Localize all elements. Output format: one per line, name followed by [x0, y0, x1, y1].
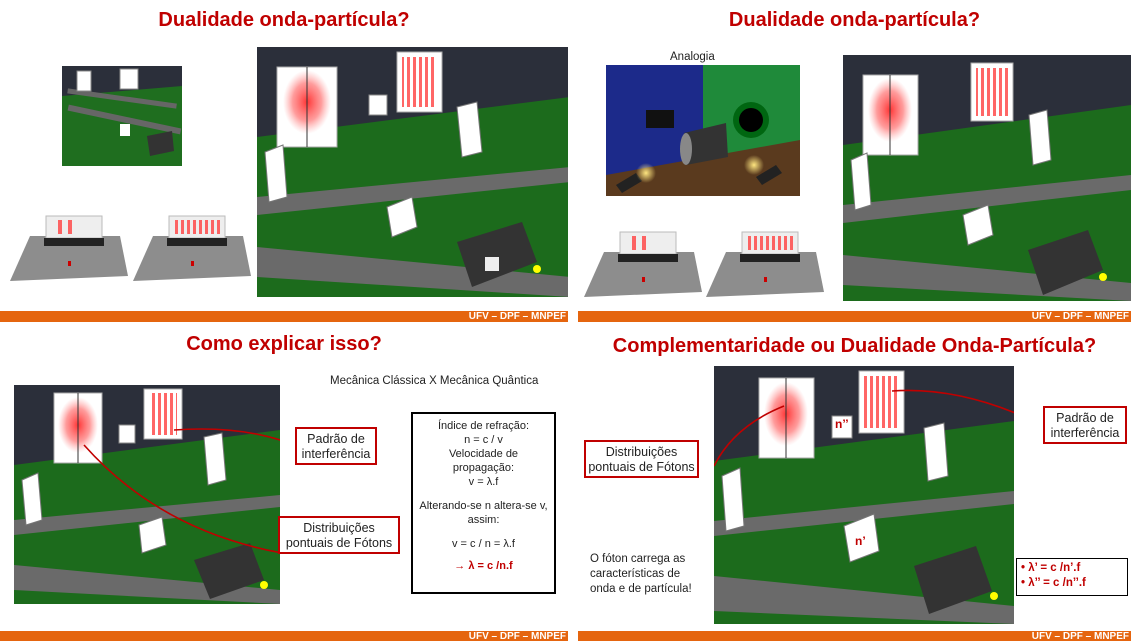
photon-distribution-label: Distribuições pontuais de Fótons — [278, 516, 400, 554]
slide-1: Dualidade onda-partícula? — [0, 0, 568, 322]
lambda-double-prime-formula: • λ’’ = c /n’’.f — [1021, 577, 1086, 589]
optical-bench-image — [714, 366, 1014, 624]
slide-footer: UFV – DPF – MNPEF — [0, 311, 568, 322]
lambda-prime-formula: • λ’ = c /n’.f — [1021, 562, 1081, 574]
double-slit-plate-2 — [133, 196, 251, 286]
formula-line-1: Índice de refração: — [437, 420, 530, 432]
double-slit-plate-1 — [10, 196, 128, 286]
formula-line-4: v = λ.f — [468, 476, 499, 488]
slide-2: Dualidade onda-partícula? Analogia — [578, 0, 1131, 322]
slide-title: Como explicar isso? — [186, 333, 382, 355]
photon-distribution-label: Distribuições pontuais de Fótons — [584, 440, 699, 478]
slide-title: Complementaridade ou Dualidade Onda-Part… — [612, 335, 1097, 357]
formula-result: → λ = c /n.f — [454, 560, 513, 572]
double-slit-plate-2 — [706, 212, 824, 302]
slide-footer: UFV – DPF – MNPEF — [578, 631, 1131, 641]
analogy-caption: Analogia — [670, 51, 715, 63]
mechanics-subtitle: Mecânica Clássica X Mecânica Quântica — [330, 375, 539, 387]
lambda-formulas: • λ’ = c /n’.f • λ’’ = c /n’’.f — [1016, 558, 1128, 596]
formula-line-6: v = c / n = λ.f — [452, 538, 515, 550]
formula-box: Índice de refração: n = c / v Velocidade… — [411, 412, 556, 594]
n-double-prime-label: n’’ — [835, 417, 849, 431]
interference-pattern-label: Padrão de interferência — [295, 427, 377, 465]
double-slit-plate-1 — [584, 212, 702, 302]
slide-title: Dualidade onda-partícula? — [728, 9, 981, 31]
flashlight-analogy-image — [606, 65, 800, 196]
interference-pattern-label: Padrão de interferência — [1043, 406, 1127, 444]
bench-thumbnail — [62, 66, 182, 166]
slide-title: Dualidade onda-partícula? — [158, 9, 410, 31]
formula-line-2: n = c / v — [464, 434, 503, 446]
n-prime-label: n’ — [855, 534, 866, 548]
slide-footer: UFV – DPF – MNPEF — [578, 311, 1131, 322]
optical-bench-image — [843, 55, 1131, 301]
slide-footer: UFV – DPF – MNPEF — [0, 631, 568, 641]
slide-4: Complementaridade ou Dualidade Onda-Part… — [578, 328, 1131, 641]
optical-bench-image — [14, 385, 280, 604]
formula-line-3: Velocidade de propagação: — [448, 448, 519, 474]
slide-3: Como explicar isso? Mecânica Clássica X … — [0, 328, 568, 641]
optical-bench-image — [257, 47, 568, 297]
photon-note: O fóton carrega as características de on… — [590, 553, 692, 595]
formula-line-5: Alterando-se n altera-se v, assim: — [419, 500, 548, 526]
